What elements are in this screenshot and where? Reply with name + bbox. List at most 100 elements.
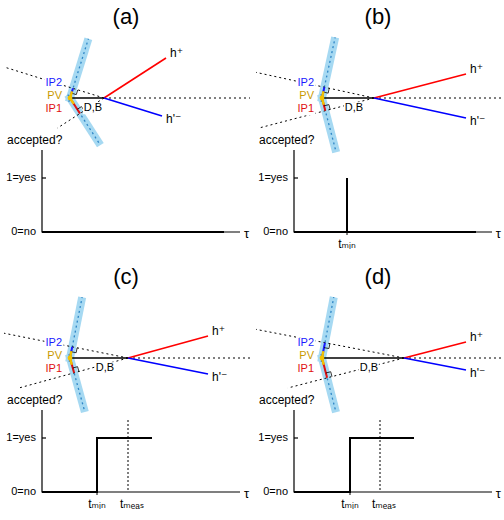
panel-figure [256,37,502,235]
right-angle-mark [324,105,330,110]
plot-axis [294,410,492,492]
acceptance-curve [294,438,414,492]
axis-tick [350,492,351,495]
track-label: h⁺ [469,63,484,76]
flight-line [322,357,404,358]
primary-vertex [68,96,73,101]
track-extension [4,333,128,358]
axis-level: 0=no [262,226,289,238]
axis-title: accepted? [6,134,63,147]
axis-level: 1=yes [257,432,289,444]
axis-variable: τ [495,487,502,501]
axis-level: 1=yes [5,432,37,444]
primary-vertex [320,356,325,361]
flight-extension [404,358,502,359]
track-hminus [374,98,466,118]
axis-level: 0=no [10,226,37,238]
ip1-label: IP1 [44,103,63,115]
track-hplus [374,74,466,98]
ip-band-center [321,354,336,412]
ip2-label: IP2 [44,77,63,89]
time-label: tₘᵢₙ [87,498,106,511]
flight-line [70,357,128,358]
flight-extension [104,98,250,99]
plot-axis [42,150,240,232]
track-extension [19,358,128,388]
track-hminus [404,358,466,370]
time-label: tₘₑₐₛ [119,498,145,511]
pv-label: PV [46,90,63,102]
panel-label: (d) [364,265,393,288]
ip2-label: IP2 [296,337,315,349]
impact-parameter-1 [322,358,327,378]
time-label: tₘᵢₙ [340,498,359,511]
axis-title: accepted? [258,134,315,147]
acceptance-curve [294,178,476,232]
axis-variable: τ [243,487,250,501]
panel-label: (a) [112,5,141,28]
ip-band [321,297,334,362]
axis-variable: τ [243,227,250,241]
ip-band-center [69,297,82,362]
track-extension [58,98,105,128]
track-hminus [104,98,162,116]
axis-tick [42,437,46,438]
track-extension [288,358,404,388]
pv-label: PV [46,350,63,362]
ip1-label: IP1 [296,103,315,115]
ip1-label: IP1 [296,363,315,375]
ip-band [321,94,336,152]
pv-label: PV [298,350,315,362]
particle-label: D,B [359,362,379,374]
impact-parameter-1 [70,98,80,113]
ip-band-center [321,37,335,101]
axis-tick [347,232,348,235]
right-angle-mark [324,344,330,349]
axis-title: accepted? [258,394,315,407]
ip-band-center [321,297,334,362]
pv-label: PV [298,90,315,102]
ip-band [321,37,335,101]
ip-band-center [69,39,89,102]
panel-label: (c) [112,265,140,288]
primary-vertex [320,96,325,101]
flight-extension [128,358,250,359]
axis-tick [97,492,98,495]
right-angle-mark [326,372,332,377]
track-label: h⁺ [169,47,184,60]
panel-figure [4,39,250,232]
flight-extension [374,98,502,99]
track-label: h'⁻ [165,113,182,126]
track-extension [256,329,404,358]
panel-figure [4,297,250,495]
ip-band [69,39,89,102]
plot-axis [42,410,240,492]
ip-band-center [69,354,85,412]
axis-tick [294,177,298,178]
primary-vertex [68,356,73,361]
time-label: tₘₑₐₛ [371,498,397,511]
axis-variable: τ [495,227,502,241]
panel-figure [256,297,502,495]
acceptance-curve [42,438,152,492]
track-label: h⁺ [211,325,226,338]
time-label: tₘᵢₙ [337,238,356,251]
ip2-label: IP2 [296,77,315,89]
ip-band [69,354,85,412]
track-extension [259,98,374,128]
plot-axis [294,150,492,232]
track-hplus [404,342,466,358]
particle-label: D,B [344,102,364,114]
right-angle-mark [73,367,79,372]
track-label: h⁺ [469,331,484,344]
ip-band [69,297,82,362]
track-hplus [128,336,208,358]
axis-level: 1=yes [257,172,289,184]
track-extension [256,72,374,98]
flight-line [322,97,374,98]
ip1-label: IP1 [44,363,63,375]
track-hplus [104,58,166,98]
axis-level: 1=yes [5,172,37,184]
